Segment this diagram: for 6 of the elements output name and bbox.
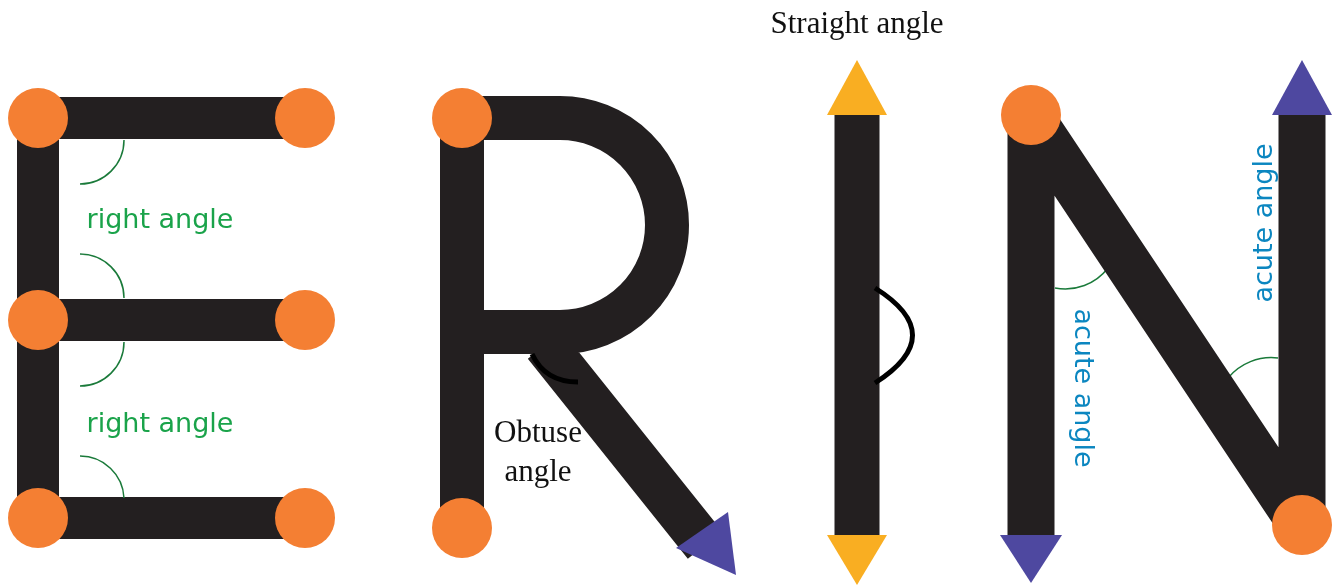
angle-label: right angle <box>86 204 234 232</box>
angle-label: Obtuse angle <box>493 413 583 490</box>
angle-label: Straight angle <box>770 6 944 38</box>
angle-label: acute angle <box>1070 308 1098 468</box>
angle-label: right angle <box>86 408 234 436</box>
angle-label: acute angle <box>1248 143 1276 303</box>
